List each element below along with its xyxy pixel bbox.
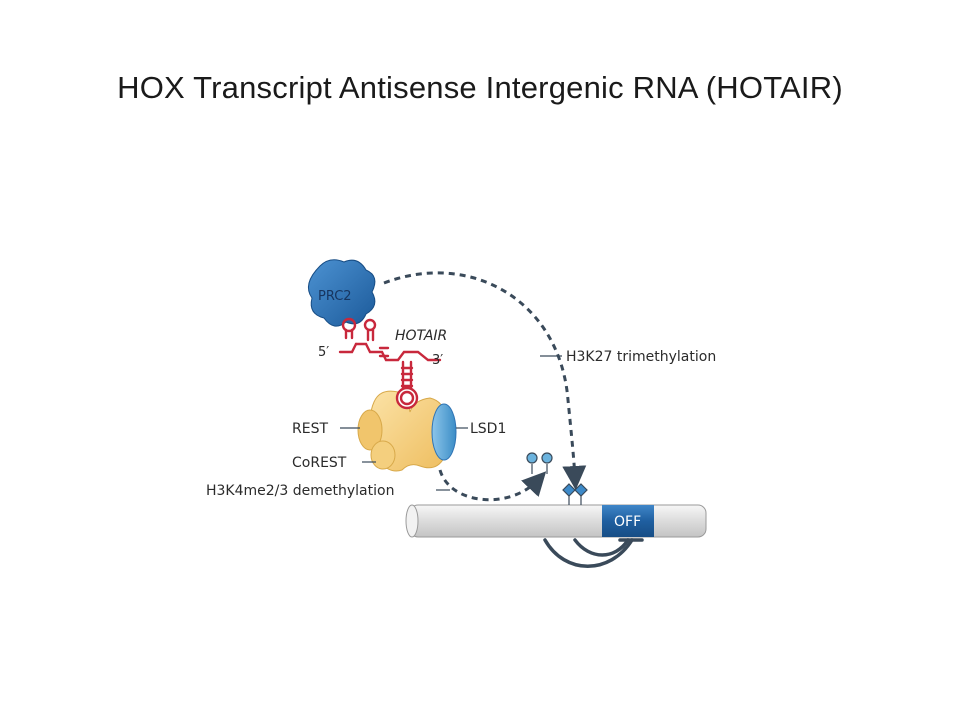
repression-arrow — [543, 538, 644, 568]
h3k4-marks — [526, 452, 553, 474]
hotair-rna — [338, 317, 442, 410]
lsd1-protein — [431, 403, 457, 461]
h3k27-label: H3K27 trimethylation — [566, 349, 716, 365]
prc2-complex: PRC2 — [307, 259, 376, 327]
h3k4-arrow — [438, 469, 547, 502]
rest-label: REST — [292, 421, 328, 437]
off-label: OFF — [614, 514, 641, 530]
five-prime-label: 5′ — [318, 345, 329, 360]
off-region — [602, 505, 654, 537]
leader-lines — [340, 355, 562, 491]
corest-label: CoREST — [292, 455, 347, 471]
chromatin-fiber: OFF — [405, 504, 707, 538]
h3k4-label: H3K4me2/3 demethylation — [206, 483, 394, 499]
h3k27-marks — [562, 483, 588, 505]
three-prime-label: 3′ — [432, 353, 443, 368]
lsd1-label: LSD1 — [470, 421, 506, 437]
prc2-label: PRC2 — [318, 289, 352, 304]
slide-title: HOX Transcript Antisense Intergenic RNA … — [117, 70, 843, 105]
h3k27-arrow — [383, 271, 587, 490]
hotair-label: HOTAIR — [395, 328, 447, 344]
